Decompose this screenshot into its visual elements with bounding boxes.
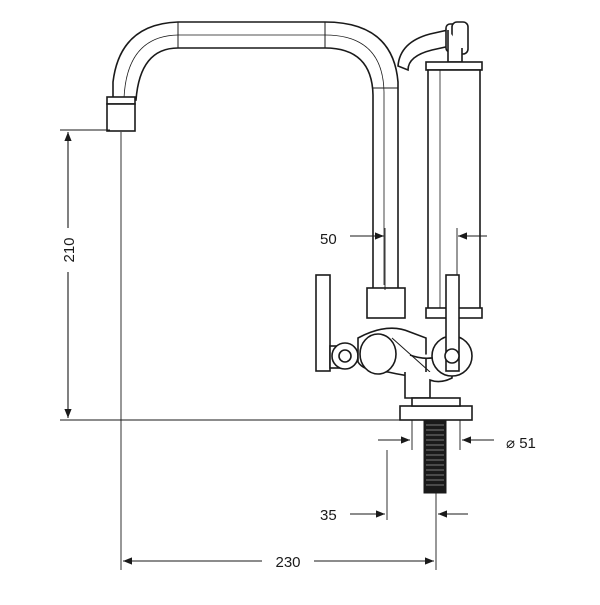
spout: [112, 21, 399, 291]
dimension-reach: 230: [120, 132, 434, 572]
dimension-label-spout-width: 50: [320, 231, 337, 248]
spout-collar: [366, 287, 406, 319]
base-plate: [399, 397, 473, 421]
aerator: [106, 96, 136, 132]
threaded-shank: [423, 419, 447, 494]
dimension-label-offset: 35: [320, 507, 337, 524]
lever-handle-right: [431, 274, 473, 377]
dimension-label-height: 210: [61, 237, 78, 262]
dimension-offset: 35: [320, 450, 468, 570]
lever-handle-left: [315, 274, 359, 372]
dimension-base-diameter: ⌀ 51: [378, 420, 536, 452]
filter-cartridge: [425, 61, 483, 319]
dimension-spout-width: 50: [320, 228, 487, 290]
dimension-label-base-diameter: ⌀ 51: [506, 435, 536, 452]
hose-connector: [397, 21, 469, 72]
dimension-label-reach: 230: [275, 554, 300, 571]
dimension-height: 210: [58, 129, 400, 421]
